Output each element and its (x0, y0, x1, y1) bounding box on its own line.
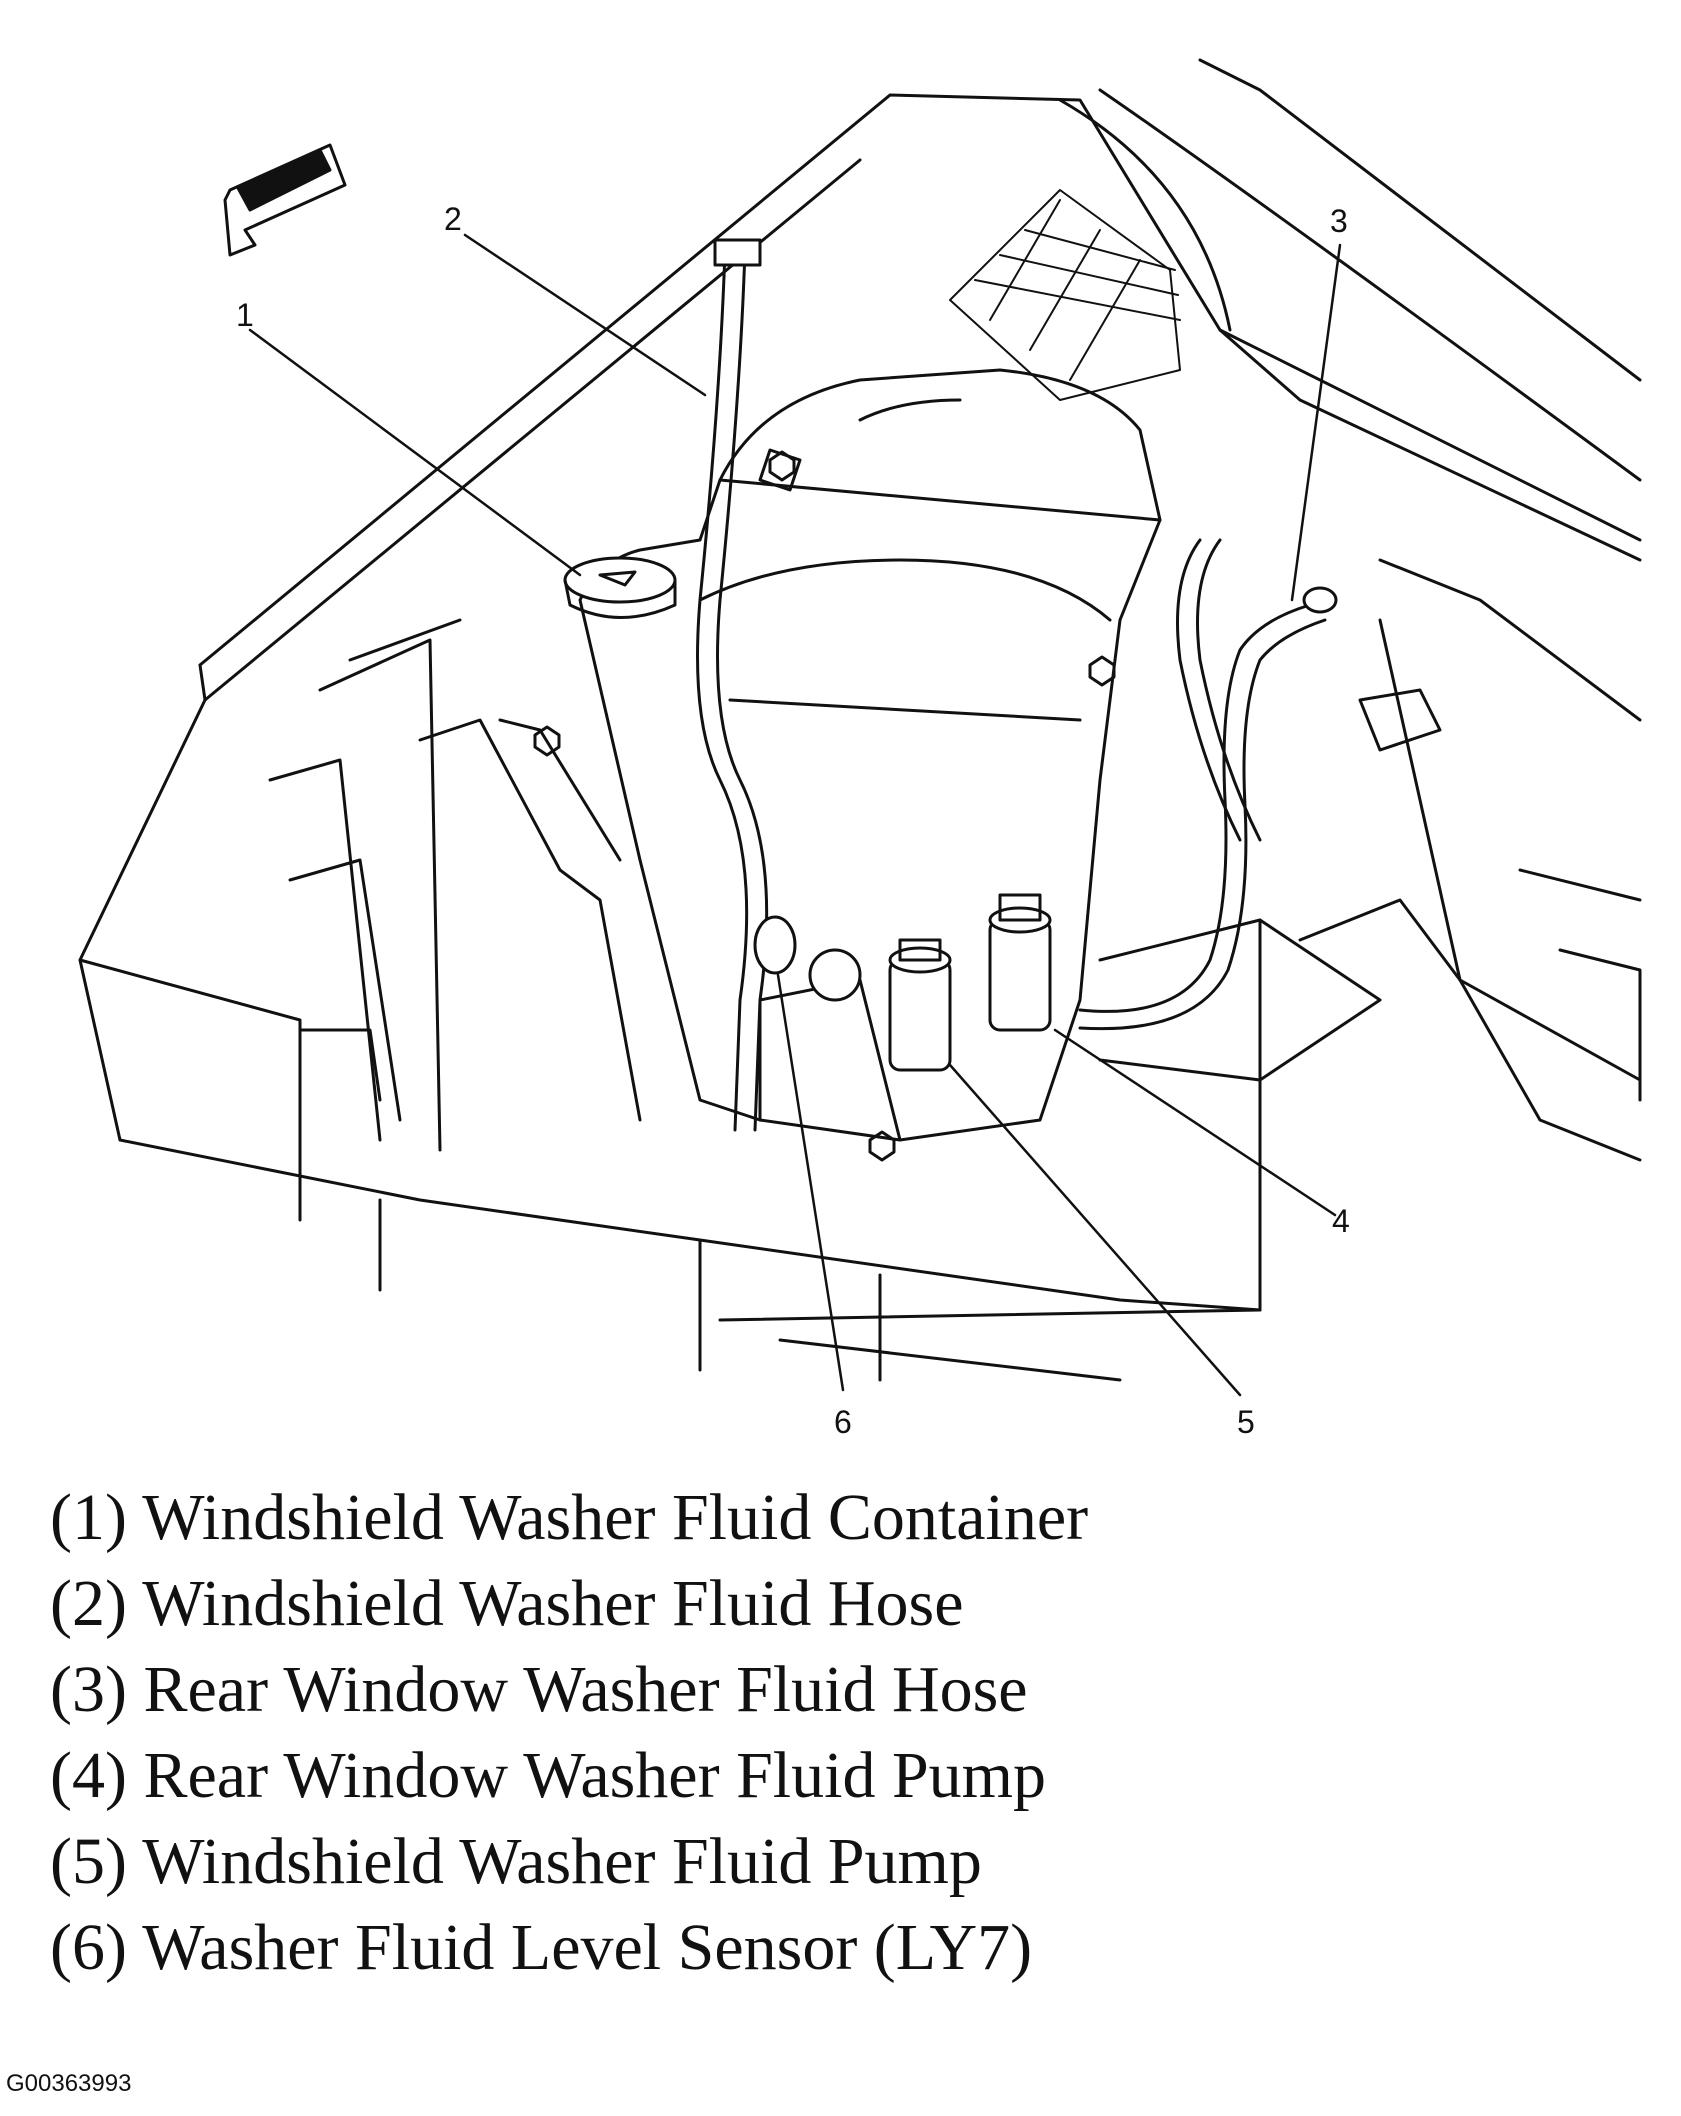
legend-item: (5) Windshield Washer Fluid Pump (50, 1825, 982, 1898)
fill-cap (563, 556, 677, 619)
callout-3: 3 (1330, 203, 1348, 239)
callout-4: 4 (1332, 1203, 1350, 1239)
washer-fluid-level-sensor (753, 915, 862, 1002)
component-legend: (1) Windshield Washer Fluid Container (2… (50, 1475, 1650, 1991)
rear-window-washer-fluid-pump (988, 893, 1052, 1032)
windshield-washer-fluid-pump (888, 938, 952, 1072)
legend-item: (1) Windshield Washer Fluid Container (50, 1481, 1089, 1554)
front-arrow-icon (223, 143, 347, 257)
mounting-bolts (533, 450, 1116, 1162)
legend-item: (6) Washer Fluid Level Sensor (LY7) (50, 1911, 1033, 1984)
callout-leaders (248, 233, 1342, 1397)
figure-id: G00363993 (6, 2070, 132, 2097)
air-intake-grille (949, 189, 1181, 401)
legend-item: (3) Rear Window Washer Fluid Hose (50, 1653, 1028, 1726)
callout-1: 1 (236, 297, 254, 333)
legend-item: (2) Windshield Washer Fluid Hose (50, 1567, 964, 1640)
washer-fluid-container (578, 368, 1162, 1142)
windshield-washer-fluid-hose (696, 238, 769, 1132)
vehicle-structure-outline (78, 58, 1642, 1382)
component-locator-diagram: 1 2 3 4 5 6 (78, 58, 1642, 1440)
callout-5: 5 (1237, 1404, 1255, 1440)
callout-2: 2 (444, 201, 462, 237)
legend-item: (4) Rear Window Washer Fluid Pump (50, 1739, 1046, 1812)
rear-window-washer-fluid-hose (1078, 538, 1338, 1031)
callout-6: 6 (834, 1404, 852, 1440)
